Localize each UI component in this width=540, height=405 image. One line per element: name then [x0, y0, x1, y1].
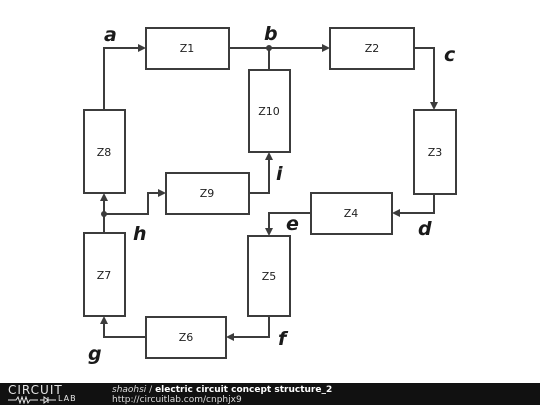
- node-label-f: f: [278, 328, 289, 350]
- wire-z9-i-z10: [249, 160, 270, 194]
- circuit-meta: shaohsi / electric circuit concept struc…: [112, 385, 332, 405]
- junction-b: [266, 45, 272, 51]
- node-label-d: d: [418, 218, 432, 240]
- box-z2: Z2: [329, 27, 415, 70]
- logo-waveform-icon: [8, 396, 56, 404]
- node-label-b: b: [264, 23, 278, 45]
- circuitlab-logo: CIRCUIT LAB: [8, 383, 88, 404]
- box-z4-label: Z4: [344, 207, 359, 220]
- arrow-to-z8: [100, 193, 108, 201]
- box-z9-label: Z9: [200, 187, 215, 200]
- box-z10: Z10: [248, 69, 291, 153]
- wire-z4-e-z5: [268, 212, 311, 229]
- arrow-to-z4: [392, 209, 400, 217]
- box-z7: Z7: [83, 232, 126, 317]
- wire-z3-d-z4: [399, 194, 435, 214]
- node-label-i: i: [276, 163, 283, 185]
- box-z7-label: Z7: [97, 269, 112, 282]
- circuit-title: electric circuit concept structure_2: [155, 385, 333, 395]
- node-label-g: g: [88, 343, 102, 365]
- box-z5-label: Z5: [262, 270, 277, 283]
- node-label-c: c: [444, 44, 456, 66]
- box-z5: Z5: [247, 235, 291, 317]
- wire-h-z9: [104, 192, 159, 215]
- arrow-to-z3: [430, 102, 438, 110]
- logo-text-top: CIRCUIT: [8, 383, 63, 397]
- arrow-to-z9: [158, 189, 166, 197]
- wire-z5-f-z6: [232, 316, 270, 338]
- author-link[interactable]: shaohsi: [112, 385, 147, 395]
- arrow-to-z6: [226, 333, 234, 341]
- box-z3: Z3: [413, 109, 457, 195]
- box-z1: Z1: [145, 27, 230, 70]
- arrow-to-z10: [265, 152, 273, 160]
- arrow-to-z5: [265, 228, 273, 236]
- circuit-diagram: Z1 Z2 Z10 Z8 Z3 Z9 Z4 Z7 Z5 Z6 a b c d e…: [83, 23, 457, 365]
- box-z6-label: Z6: [179, 331, 194, 344]
- box-z8-label: Z8: [97, 146, 112, 159]
- node-label-a: a: [104, 24, 117, 46]
- circuit-url-link[interactable]: http://circuitlab.com/cnphjx9: [112, 395, 242, 405]
- box-z9: Z9: [165, 172, 250, 215]
- wire-z8-a-z1: [103, 47, 140, 110]
- box-z10-label: Z10: [258, 105, 280, 118]
- arrow-to-z7: [100, 316, 108, 324]
- box-z4: Z4: [310, 192, 393, 235]
- box-z8: Z8: [83, 109, 126, 194]
- wire-z2-c-z3: [414, 47, 435, 102]
- box-z6: Z6: [145, 316, 227, 359]
- wire-z6-g-z7: [103, 323, 146, 338]
- box-z2-label: Z2: [365, 42, 380, 55]
- junction-h: [101, 211, 107, 217]
- box-z3-label: Z3: [428, 146, 443, 159]
- meta-line-1: shaohsi / electric circuit concept struc…: [112, 385, 332, 395]
- node-label-e: e: [286, 213, 299, 235]
- node-label-h: h: [133, 223, 147, 245]
- box-z1-label: Z1: [180, 42, 195, 55]
- logo-text-bottom: LAB: [58, 394, 77, 403]
- arrow-to-z1: [138, 44, 146, 52]
- meta-separator: /: [146, 385, 156, 395]
- footer-bar: CIRCUIT LAB shaohsi / electric circuit c…: [0, 383, 540, 405]
- arrow-to-z2: [322, 44, 330, 52]
